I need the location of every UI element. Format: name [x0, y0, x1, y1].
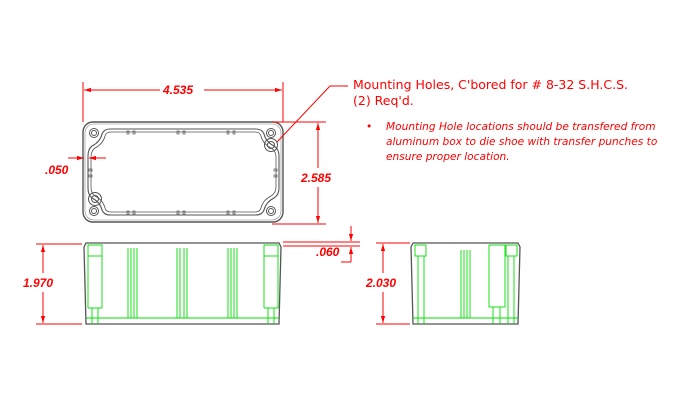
callout-leader — [276, 85, 348, 143]
dimension-wall-label: .050 — [45, 163, 69, 177]
top-view-outline — [82, 121, 284, 223]
top-view — [82, 121, 284, 223]
dimension-width-label: 4.535 — [162, 83, 193, 97]
gasket-groove — [87, 128, 280, 216]
corner-hole-tl — [89, 128, 99, 138]
corner-hole-bl — [89, 206, 99, 216]
dimension-lip-label: .060 — [316, 245, 340, 259]
dimension-depth-label: 2.585 — [300, 171, 331, 185]
mounting-hole-right — [264, 138, 278, 152]
front-view-outline — [83, 242, 282, 325]
mounting-holes-callout: Mounting Holes, C'bored for # 8-32 S.H.C… — [353, 77, 628, 109]
bullet-icon: • — [366, 121, 373, 133]
dimension-width — [82, 82, 284, 122]
dimension-height-front-label: 1.970 — [23, 276, 53, 290]
callout-line-2: (2) Req'd. — [353, 93, 414, 108]
dimension-height-side-label: 2.030 — [365, 276, 396, 290]
transfer-note: • Mounting Hole locations should be tran… — [366, 120, 696, 165]
dimension-lip — [283, 226, 360, 263]
callout-line-1: Mounting Holes, C'bored for # 8-32 S.H.C… — [353, 77, 628, 92]
dimension-height-side — [376, 242, 410, 325]
side-view-outline — [410, 242, 521, 325]
transfer-note-text: Mounting Hole locations should be transf… — [386, 121, 658, 163]
corner-hole-br — [266, 206, 276, 216]
dimension-height-front — [36, 243, 82, 325]
front-view — [83, 242, 282, 325]
corner-hole-tr — [266, 128, 276, 138]
side-view — [410, 242, 521, 325]
dimension-depth — [272, 121, 326, 225]
mounting-hole-left — [88, 192, 102, 206]
